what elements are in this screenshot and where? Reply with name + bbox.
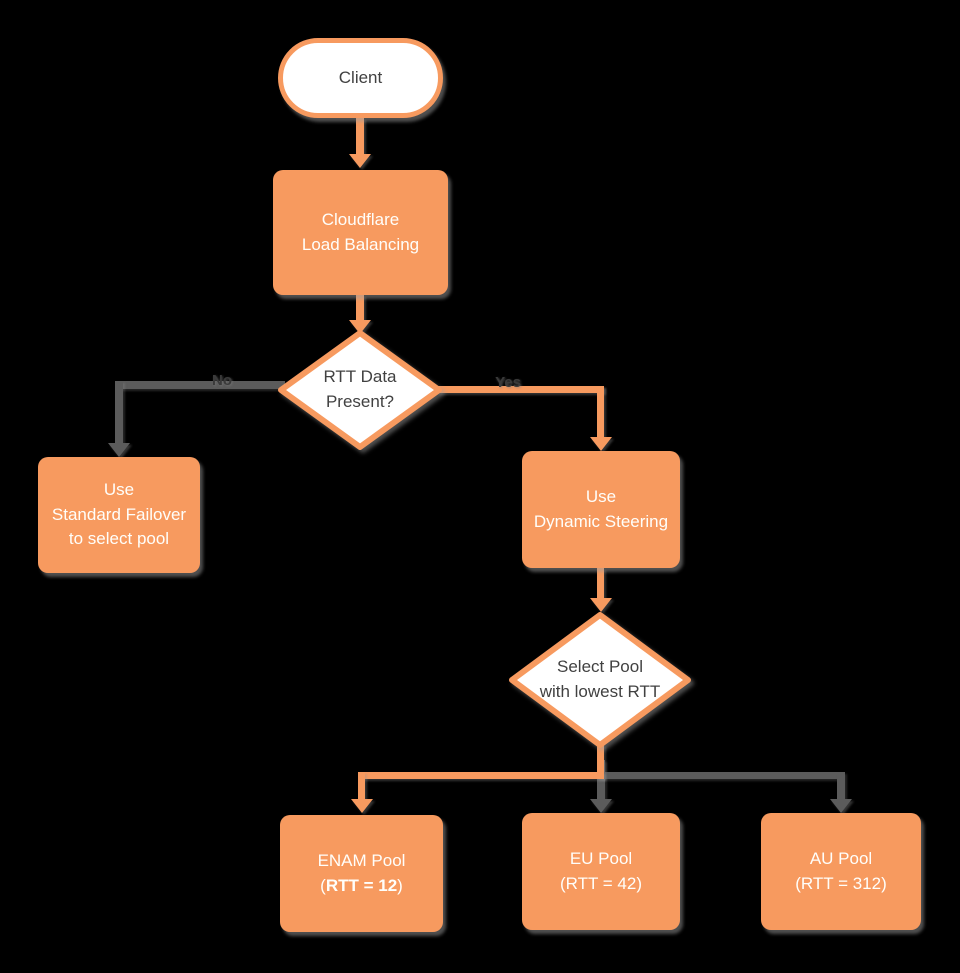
edge-steering-select [597,568,604,600]
decision-rtt-data-diamond [278,330,442,450]
edge-enam-horizontal [358,772,604,779]
node-standard-failover: Use Standard Failover to select pool [38,457,200,573]
edge-no-vertical [115,381,123,445]
decision-select-pool-label: Select Pool with lowest RTT [539,657,661,701]
edge-label-yes: Yes [495,374,521,391]
arrowhead-down-icon [351,799,373,813]
edge-au-horizontal [601,772,841,779]
edge-eu-vertical [597,760,605,801]
node-client-label: Client [338,68,383,87]
edge-yes-horizontal [437,386,604,393]
node-enam-pool-rtt: (RTT = 12) [320,875,403,895]
edge-client-lb [356,118,364,156]
node-load-balancing-line2: Load Balancing [301,234,420,254]
arrowhead-down-icon [830,799,852,813]
node-enam-pool: ENAM Pool (RTT = 12) [280,815,443,932]
edge-label-no: No [212,372,232,389]
node-au-pool: AU Pool (RTT = 312) [761,813,921,930]
edge-yes-vertical [597,386,604,439]
arrowhead-down-icon [590,799,612,813]
node-client: Client [278,38,443,118]
arrowhead-down-icon [108,443,130,457]
edge-au-vertical [837,772,845,801]
edge-lb-decision [356,295,364,322]
edge-no-horizontal [115,381,285,389]
node-dynamic-steering: Use Dynamic Steering [522,451,680,568]
node-load-balancing: Cloudflare Load Balancing [273,170,448,295]
decision-rtt-data-label: RTT Data Present? [323,367,397,411]
arrowhead-down-icon [590,598,612,612]
arrowhead-down-icon [349,154,371,168]
edge-enam-vertical [358,772,365,801]
edge-enam-stub [597,744,604,779]
arrowhead-down-icon [590,437,612,451]
decision-select-pool-diamond [509,612,691,748]
arrowhead-down-icon [349,320,371,334]
node-eu-pool: EU Pool (RTT = 42) [522,813,680,930]
node-load-balancing-line1: Cloudflare [321,209,400,229]
